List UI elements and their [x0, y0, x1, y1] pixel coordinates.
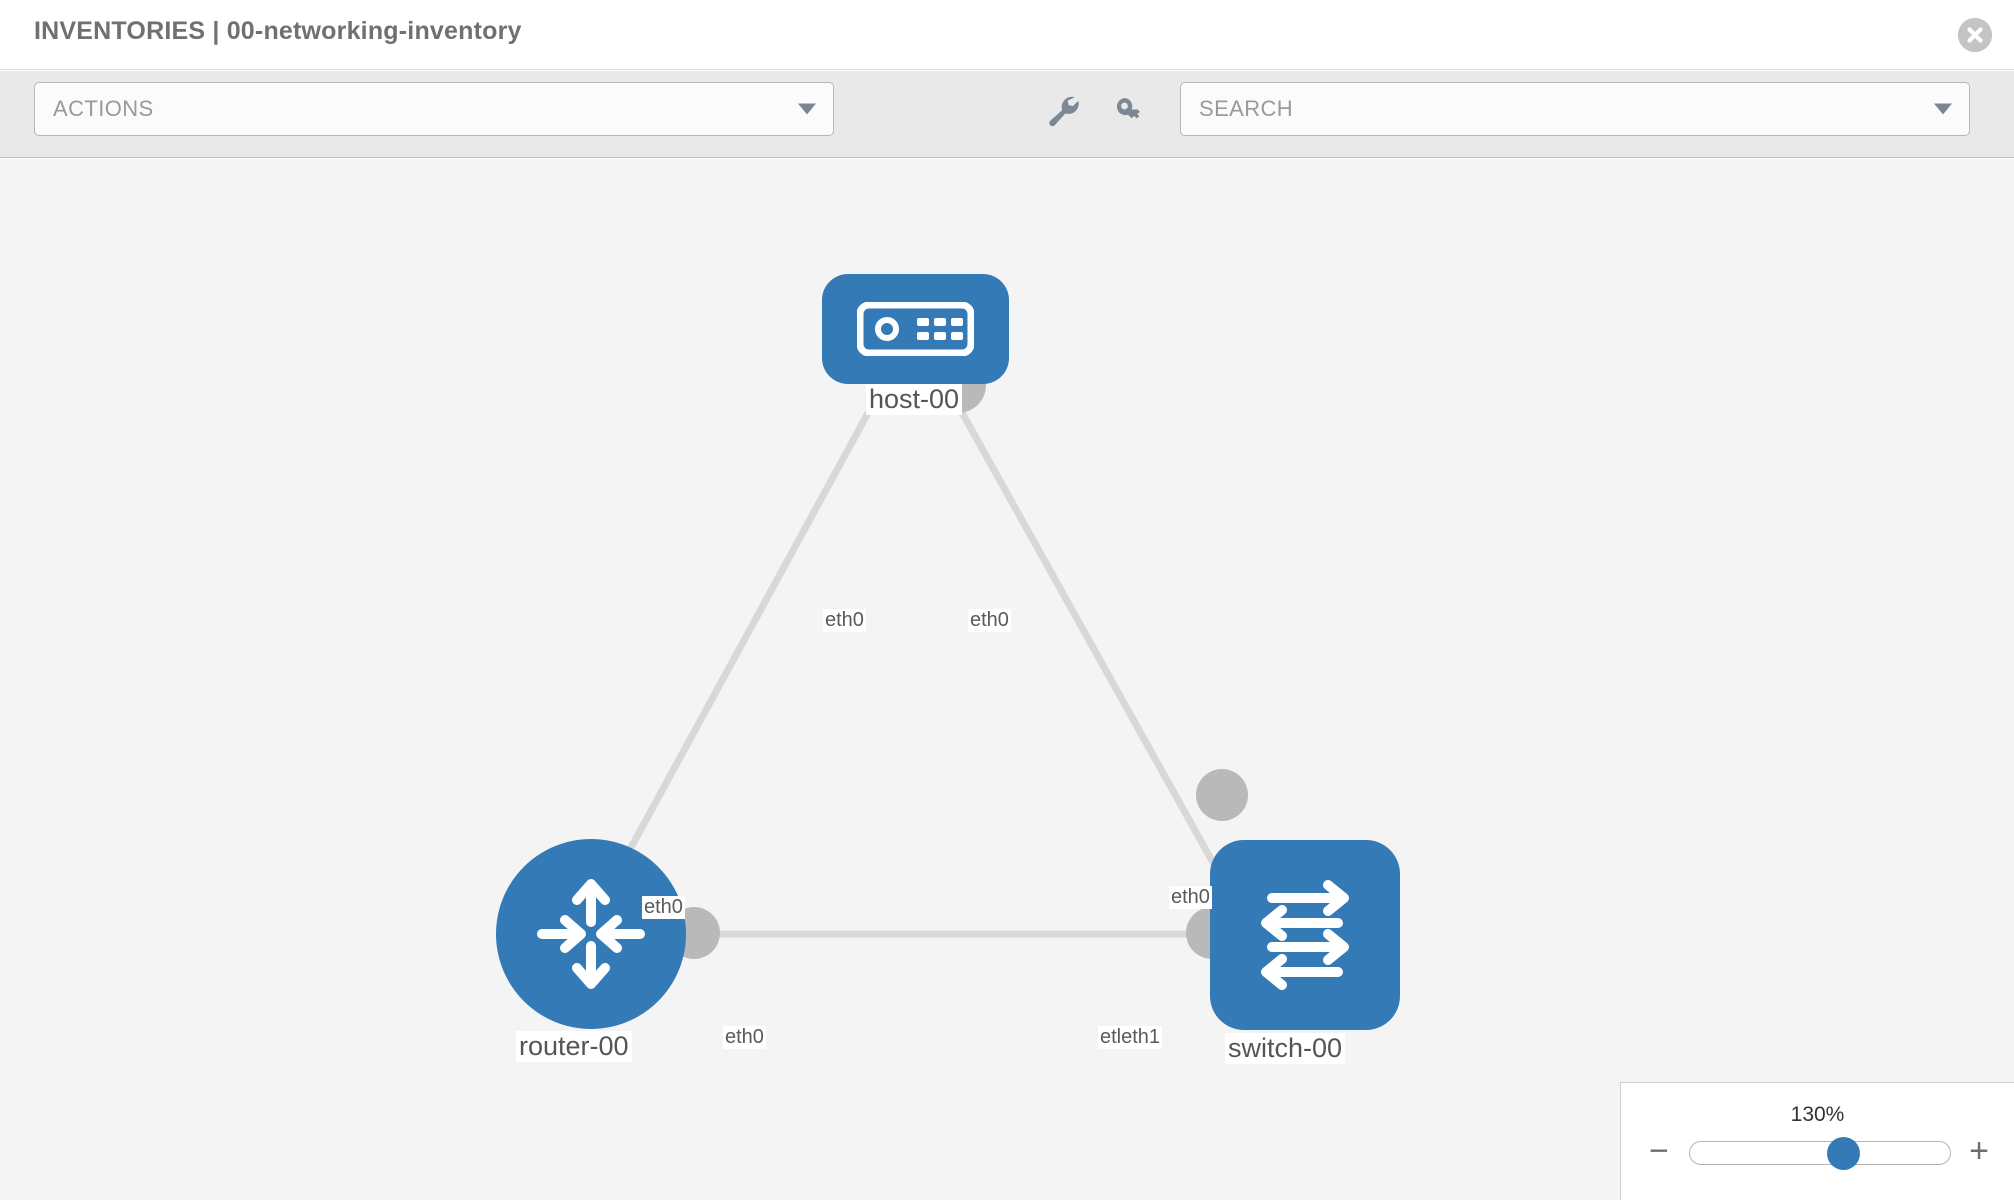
node-label-switch-00: switch-00: [1225, 1033, 1346, 1064]
topology-links: [588, 389, 1254, 938]
link-host-switch: [946, 389, 1254, 931]
zoom-slider[interactable]: [1689, 1137, 1951, 1170]
server-icon: [857, 302, 974, 356]
edge-label: eth0: [642, 896, 685, 919]
host-node-shape: [822, 274, 1009, 384]
node-host-00[interactable]: host-00: [822, 274, 1009, 415]
wrench-icon[interactable]: [1044, 94, 1084, 128]
chevron-down-icon: [1934, 103, 1952, 115]
edge-label: eth0: [968, 609, 1011, 632]
key-icon[interactable]: [1112, 94, 1152, 128]
zoom-slider-thumb[interactable]: [1827, 1137, 1860, 1170]
edge-label: eth0: [723, 1026, 766, 1049]
page-header: INVENTORIES | 00-networking-inventory: [0, 0, 2014, 70]
chevron-down-icon: [798, 103, 816, 115]
topology-canvas[interactable]: host-00 router-00: [0, 159, 2014, 1200]
page-title: INVENTORIES | 00-networking-inventory: [34, 17, 522, 45]
zoom-in-button[interactable]: +: [1969, 1132, 1989, 1170]
router-node-shape: [496, 839, 686, 1029]
edge-label: eth0: [823, 609, 866, 632]
search-input[interactable]: SEARCH: [1180, 82, 1970, 136]
actions-dropdown[interactable]: ACTIONS: [34, 82, 834, 136]
edge-label: etleth1: [1098, 1026, 1163, 1049]
port-switch-eth0[interactable]: [1196, 769, 1248, 821]
router-arrows-icon: [537, 879, 645, 989]
node-label-host-00: host-00: [866, 384, 963, 415]
zoom-out-button[interactable]: −: [1649, 1132, 1669, 1170]
node-router-00[interactable]: router-00: [496, 839, 686, 1062]
close-icon[interactable]: [1958, 18, 1992, 52]
zoom-control: 130% − +: [1620, 1082, 2014, 1200]
switch-arrows-icon: [1261, 880, 1349, 990]
search-placeholder: SEARCH: [1199, 96, 1294, 121]
zoom-percent-label: 130%: [1790, 1103, 1845, 1126]
switch-node-shape: [1210, 840, 1400, 1030]
edge-label: eth0: [1169, 886, 1212, 909]
node-switch-00[interactable]: switch-00: [1210, 840, 1400, 1064]
actions-dropdown-label: ACTIONS: [53, 96, 154, 121]
node-label-router-00: router-00: [516, 1031, 632, 1062]
link-host-router: [588, 389, 884, 921]
